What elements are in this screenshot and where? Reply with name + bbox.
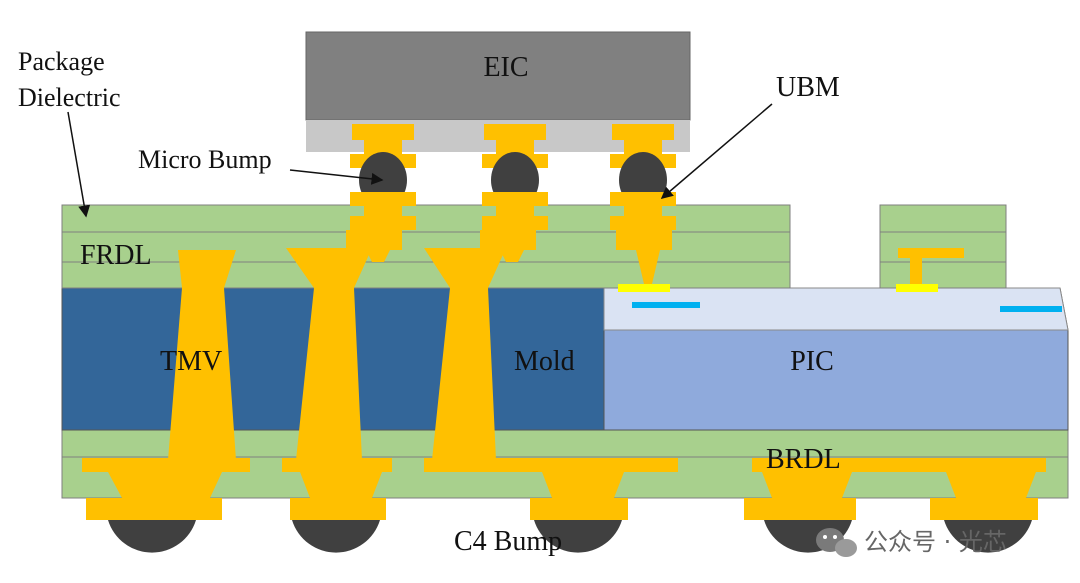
frdl-copper (346, 230, 964, 284)
waveguide-right (1000, 306, 1062, 312)
package-dielectric-pointer (67, 111, 91, 218)
brdl-label: BRDL (766, 444, 841, 475)
frdl-label: FRDL (80, 240, 152, 271)
pic-label: PIC (790, 346, 834, 377)
c4-bump-label: C4 Bump (454, 526, 562, 557)
watermark-text: 公众号 · 光芯 (864, 528, 1007, 556)
wechat-icon (816, 528, 857, 557)
tmv-vias (168, 248, 506, 460)
ubm-label: UBM (776, 72, 840, 103)
micro-bump-2 (482, 124, 548, 230)
pic-die (603, 287, 1069, 431)
tmv-label: TMV (160, 346, 222, 377)
waveguide-left (632, 302, 700, 308)
micro-bump-label: Micro Bump (138, 145, 272, 174)
tmv-1 (168, 250, 236, 460)
tmv-2 (286, 248, 372, 460)
micro-bump-pointer (289, 169, 384, 185)
c4-bump-5 (944, 520, 1032, 553)
pic-pads (618, 284, 938, 292)
brdl-copper (82, 458, 1046, 498)
c4-bumps (108, 520, 1032, 553)
package-dielectric-label-line2: Dielectric (18, 83, 121, 112)
eic-label: EIC (483, 52, 528, 83)
tmv-3 (424, 248, 506, 460)
package-dielectric-label-line1: Package (18, 47, 105, 76)
watermark: 公众号 · 光芯 (816, 528, 1007, 557)
micro-bumps (350, 124, 676, 230)
c4-bump-2 (292, 520, 380, 553)
c4-pads (86, 498, 1038, 520)
c4-bump-3 (534, 520, 622, 553)
mold-label: Mold (514, 346, 575, 377)
micro-bump-3 (610, 124, 676, 230)
c4-bump-1 (108, 520, 196, 553)
ubm-pointer (660, 103, 773, 199)
